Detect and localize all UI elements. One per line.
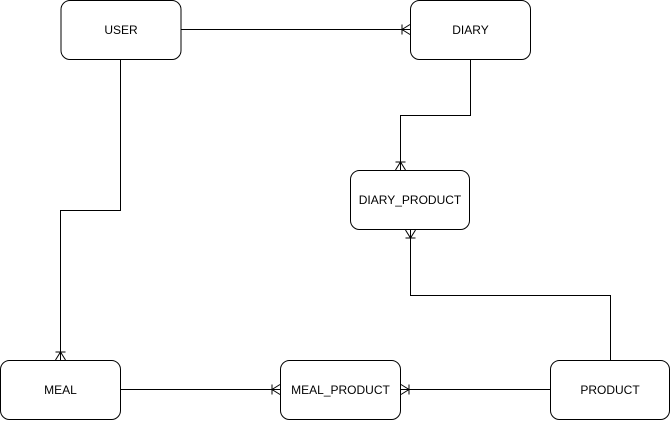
entity-meal-label: MEAL [44, 383, 77, 397]
entity-user[interactable]: USER [60, 0, 182, 60]
relationship-product-mealproduct [400, 384, 550, 395]
entity-product-label: PRODUCT [580, 383, 640, 397]
entity-diary-label: DIARY [452, 23, 488, 37]
crowfoot-marker [395, 161, 406, 171]
relationship-diary-diaryproduct [395, 60, 471, 171]
entity-meal-product-label: MEAL_PRODUCT [291, 383, 390, 397]
crowfoot-marker [55, 351, 66, 361]
relationship-meal-mealproduct [121, 384, 281, 395]
entity-user-label: USER [104, 23, 138, 37]
relationship-user-meal [55, 60, 121, 361]
crowfoot-marker [401, 24, 411, 35]
entity-diary-product[interactable]: DIARY_PRODUCT [350, 170, 470, 230]
entity-meal[interactable]: MEAL [0, 360, 121, 420]
crowfoot-marker [400, 384, 410, 395]
entity-product[interactable]: PRODUCT [550, 360, 670, 420]
crowfoot-marker [271, 384, 281, 395]
crowfoot-marker [405, 229, 416, 239]
relationship-product-diaryproduct [405, 229, 611, 360]
entity-meal-product[interactable]: MEAL_PRODUCT [280, 360, 401, 420]
entity-diary[interactable]: DIARY [410, 0, 531, 60]
entity-diary-product-label: DIARY_PRODUCT [359, 193, 462, 207]
relationship-user-diary [181, 24, 411, 35]
